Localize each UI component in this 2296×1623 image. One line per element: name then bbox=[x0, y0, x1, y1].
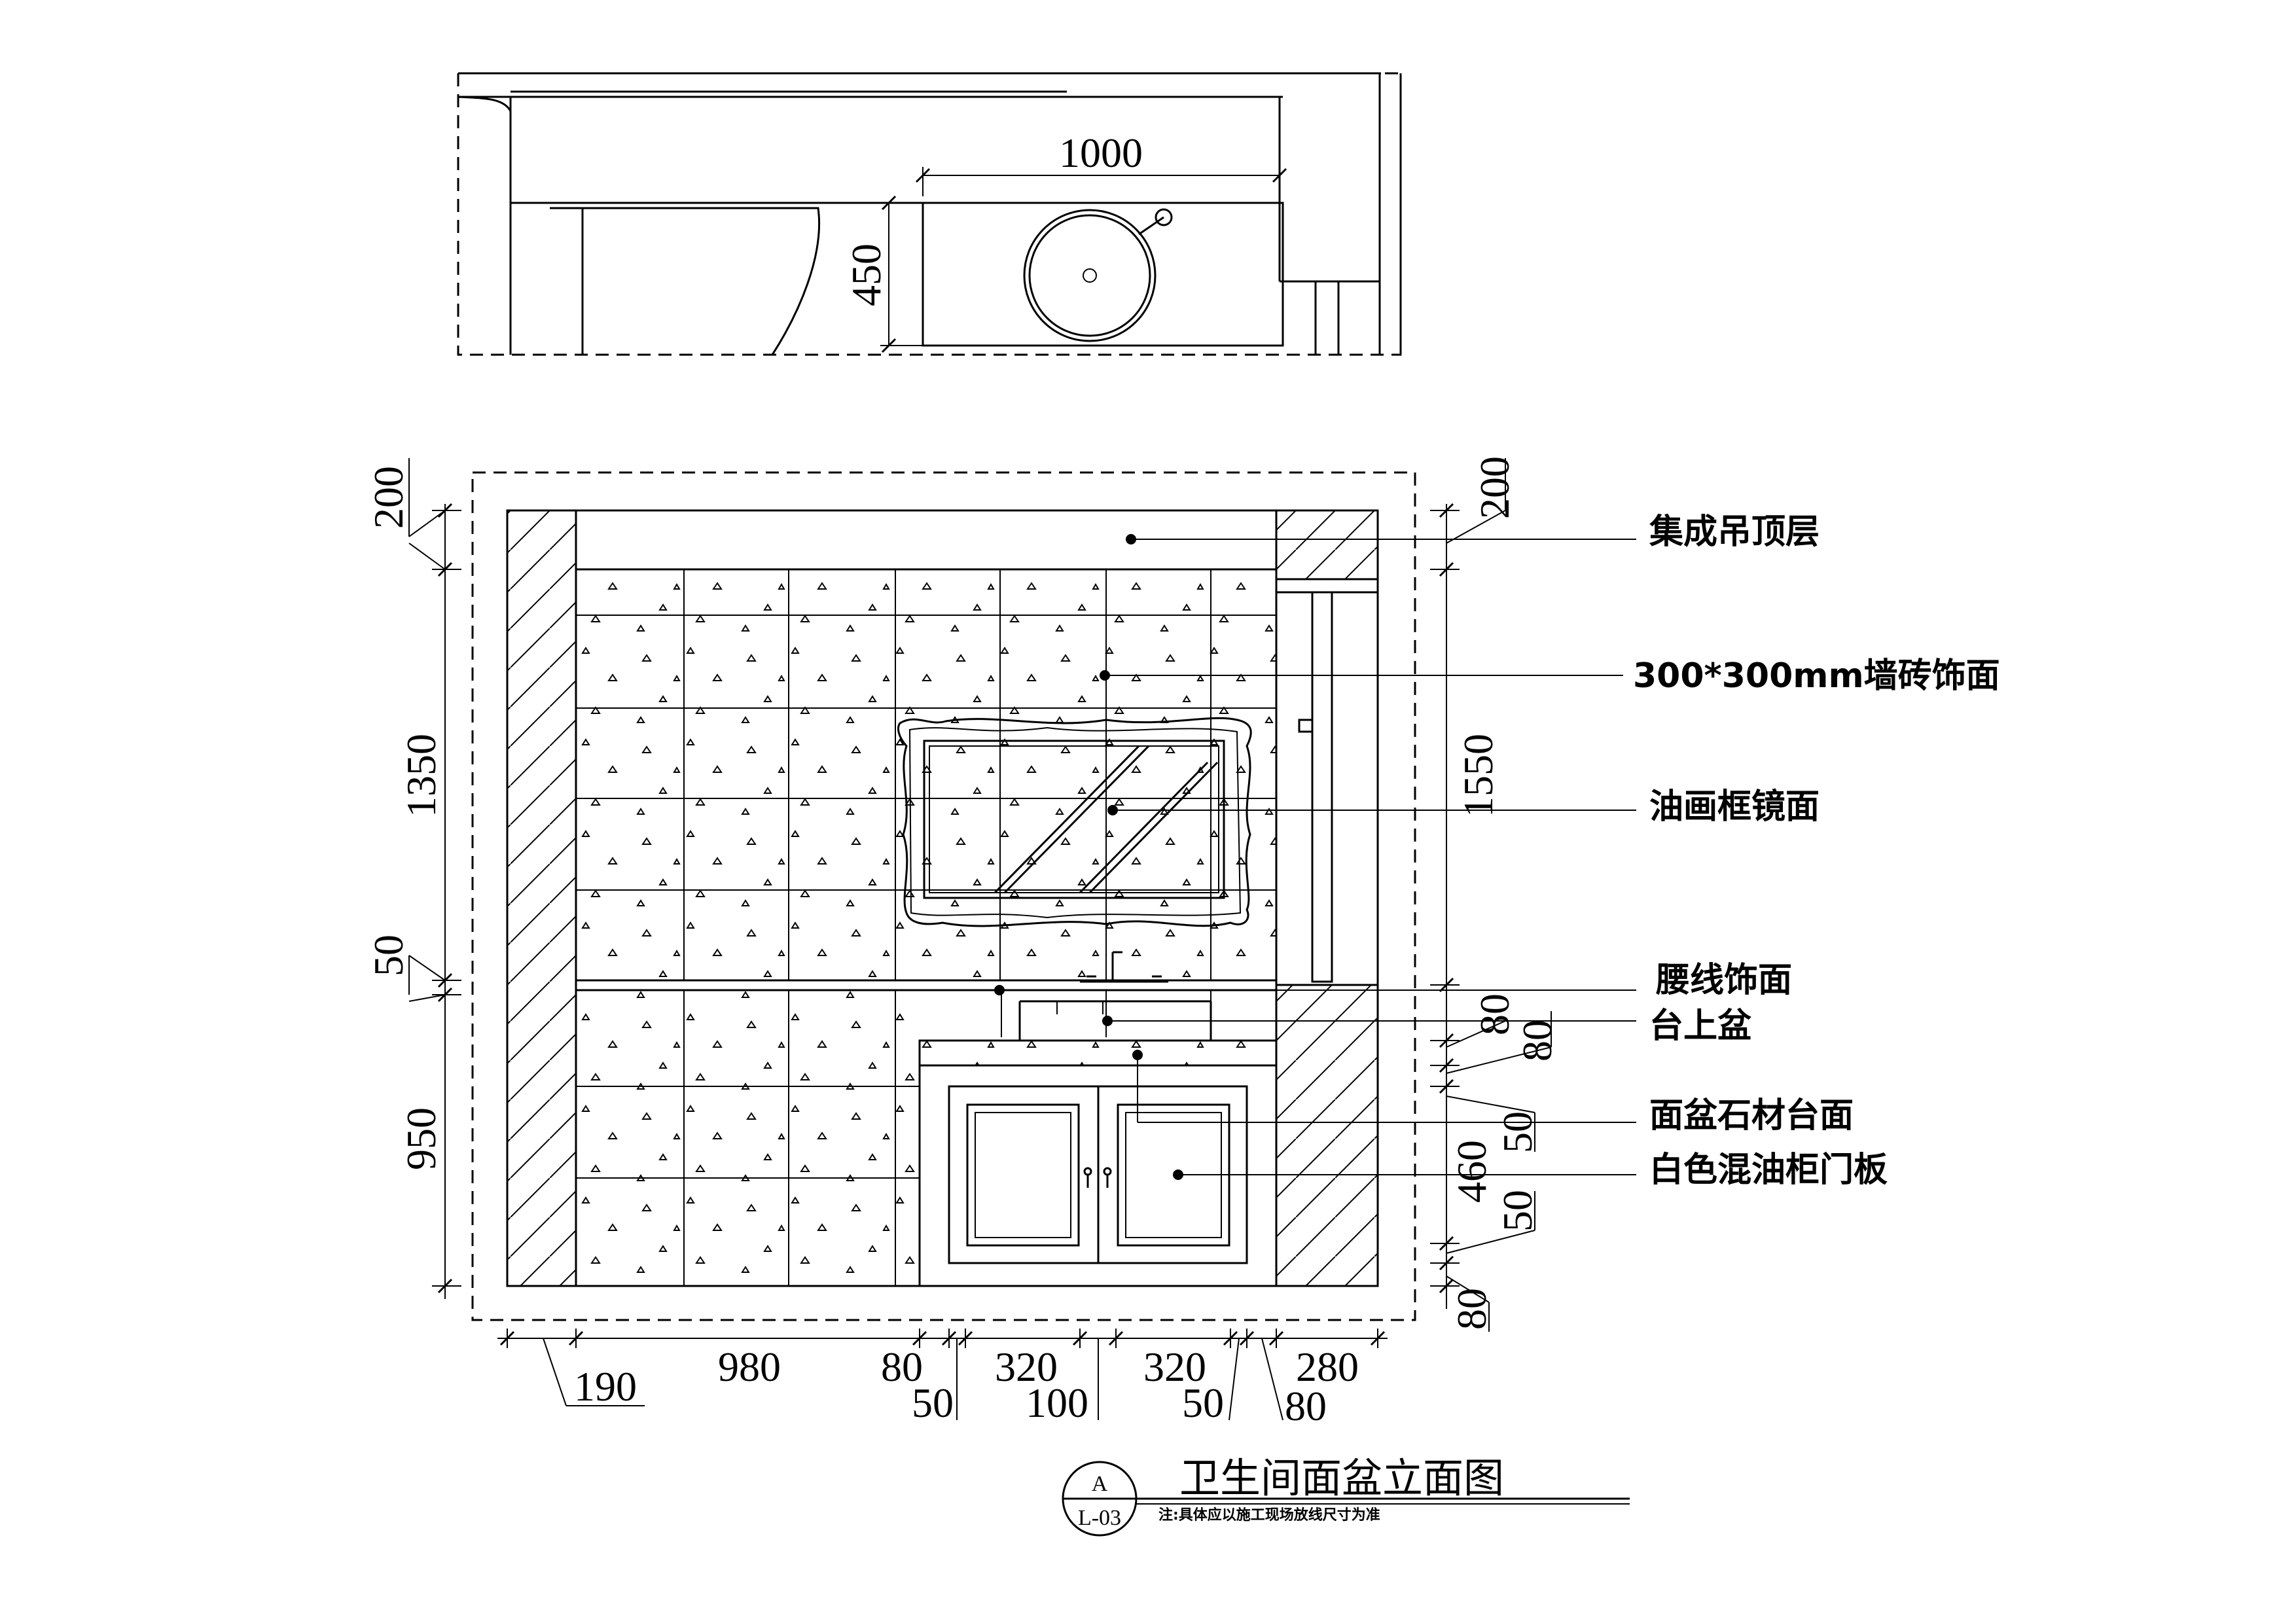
bottom-dim-cabinet-side: 80 bbox=[881, 1344, 923, 1390]
waistline-band bbox=[575, 979, 1278, 991]
vanity-cabinet bbox=[918, 1064, 1278, 1287]
title-ref-bottom: L-03 bbox=[1078, 1506, 1121, 1530]
right-wall-hatch-upper bbox=[1275, 509, 1379, 580]
left-dim-ceiling: 200 bbox=[365, 466, 412, 529]
bottom-dim-wall-tile: 980 bbox=[718, 1344, 781, 1390]
label-integrated-ceiling: 集成吊顶层 bbox=[1649, 512, 1820, 552]
callout-leaders bbox=[994, 534, 1636, 1180]
bottom-dim-left-wall: 190 bbox=[574, 1363, 637, 1410]
right-dim-door-bottom: 50 bbox=[1494, 1190, 1541, 1232]
right-dim-countertop: 80 bbox=[1514, 1020, 1560, 1061]
bottom-dimensions: 980 80 320 320 280 190 50 100 50 80 bbox=[497, 1329, 1388, 1429]
right-dim-door: 460 bbox=[1448, 1140, 1495, 1203]
oil-painting-frame-mirror bbox=[897, 717, 1252, 927]
label-cabinet-door: 白色混油柜门板 bbox=[1649, 1150, 1888, 1190]
wall-tile-lower bbox=[576, 990, 920, 1286]
elevation-view bbox=[471, 471, 1416, 1321]
left-dim-wall-upper: 1350 bbox=[398, 734, 444, 817]
label-waistline: 腰线饰面 bbox=[1655, 961, 1792, 1000]
drawing-note: 注:具体应以施工现场放线尺寸为准 bbox=[1158, 1507, 1380, 1524]
tile-grid-lower bbox=[576, 990, 1211, 1286]
left-dim-waistline: 50 bbox=[365, 935, 412, 976]
right-dim-basin: 80 bbox=[1471, 993, 1518, 1035]
plan-view: 1000 450 bbox=[457, 72, 1402, 356]
right-dim-ceiling: 200 bbox=[1471, 456, 1518, 519]
right-dim-wall: 1550 bbox=[1455, 734, 1501, 817]
bottom-dim-cabinet-side-right: 80 bbox=[1285, 1383, 1327, 1429]
label-countertop-basin: 台上盆 bbox=[1649, 1007, 1751, 1046]
left-wall-hatch bbox=[506, 509, 577, 1287]
plan-width-dim: 1000 bbox=[1059, 130, 1143, 176]
right-dimensions: 200 1550 80 80 50 460 50 80 bbox=[1430, 456, 1560, 1332]
bottom-dim-door-right: 320 bbox=[1143, 1344, 1206, 1390]
plan-depth-dim: 450 bbox=[843, 243, 889, 306]
left-dimensions: 200 1350 50 950 bbox=[365, 458, 461, 1299]
stone-countertop bbox=[918, 1039, 1278, 1067]
title-ref-top: A bbox=[1092, 1472, 1108, 1496]
label-framed-mirror: 油画框镜面 bbox=[1649, 787, 1820, 827]
tile-grid-upper bbox=[576, 569, 1276, 980]
label-stone-countertop: 面盆石材台面 bbox=[1649, 1096, 1854, 1135]
wall-tile-upper bbox=[576, 569, 1276, 980]
right-dim-base: 80 bbox=[1448, 1288, 1495, 1330]
bottom-dim-cabinet-gap-left: 50 bbox=[912, 1380, 954, 1426]
faucet bbox=[1080, 951, 1168, 983]
title-block: A L-03 卫生间面盆立面图 注:具体应以施工现场放线尺寸为准 bbox=[1062, 1454, 1630, 1537]
bottom-dim-cabinet-gap-right: 50 bbox=[1182, 1380, 1224, 1426]
bottom-dim-right-wall: 280 bbox=[1296, 1344, 1359, 1390]
right-wall-hatch-lower bbox=[1275, 984, 1379, 1287]
label-wall-tile: 300*300mm墙砖饰面 bbox=[1633, 656, 2000, 696]
bottom-dim-door-left: 320 bbox=[995, 1344, 1058, 1390]
bottom-dim-door-gap: 100 bbox=[1026, 1380, 1088, 1426]
right-dim-door-top: 50 bbox=[1494, 1111, 1541, 1153]
drawing-title: 卫生间面盆立面图 bbox=[1179, 1454, 1504, 1502]
left-dim-wall-lower: 950 bbox=[398, 1107, 444, 1170]
